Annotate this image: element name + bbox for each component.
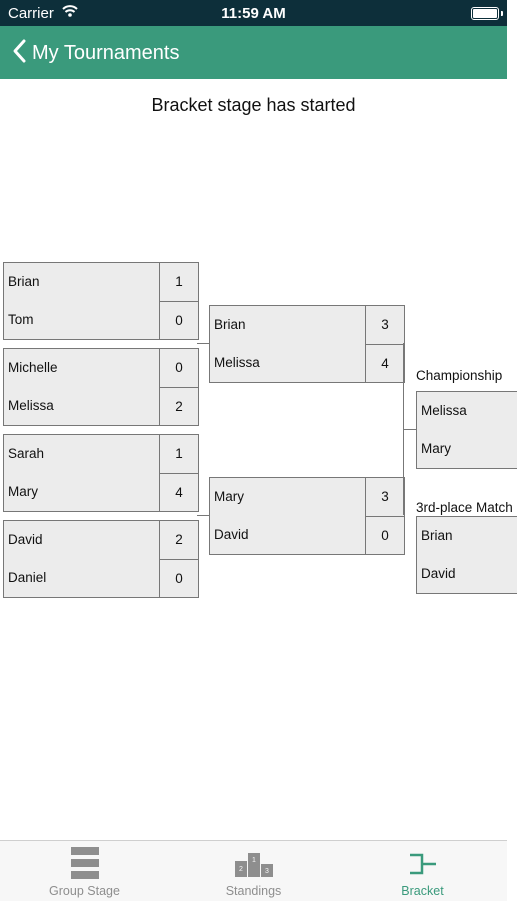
player-score: 3 (365, 478, 404, 516)
player-name: Brian (214, 317, 246, 332)
match-row: David 2 (4, 521, 198, 559)
player-score: 0 (159, 301, 198, 339)
match-row: Melissa 2 (4, 387, 198, 425)
carrier-label: Carrier (8, 5, 54, 22)
match-card[interactable]: Brian 3 Melissa 4 (209, 305, 405, 383)
bracket-connector (197, 515, 209, 516)
chevron-left-icon (12, 39, 26, 68)
back-button[interactable]: My Tournaments (12, 38, 179, 68)
match-row: Daniel 0 (4, 559, 198, 597)
tab-label: Bracket (401, 884, 444, 898)
player-name: David (421, 566, 456, 581)
back-button-label: My Tournaments (32, 41, 180, 64)
match-card[interactable]: Michelle 0 Melissa 2 (3, 348, 199, 426)
championship-label: Championship (416, 368, 503, 383)
match-row: Mary 4 (4, 473, 198, 511)
player-name: Tom (8, 312, 34, 327)
player-name: Daniel (8, 570, 47, 585)
match-row: Brian 3 (210, 306, 404, 344)
bracket-connector (197, 343, 209, 344)
svg-text:2: 2 (239, 866, 243, 873)
player-score: 2 (159, 387, 198, 425)
status-bar: Carrier 11:59 AM (0, 0, 507, 26)
battery-tip (501, 11, 503, 16)
player-name: Mary (214, 489, 244, 504)
svg-text:3: 3 (265, 868, 269, 875)
player-name: David (214, 527, 249, 542)
third-place-match-card[interactable]: Brian David (416, 516, 517, 594)
third-place-label: 3rd-place Match (416, 500, 513, 515)
player-name: Melissa (214, 355, 260, 370)
match-row: Melissa (417, 392, 517, 430)
tab-group-stage[interactable]: Group Stage (0, 841, 169, 901)
player-score: 4 (159, 473, 198, 511)
wifi-icon (62, 4, 78, 23)
page-title: Bracket stage has started (151, 95, 356, 115)
match-row: David 0 (210, 516, 404, 554)
podium-icon: 2 1 3 (234, 851, 273, 882)
match-card[interactable]: Sarah 1 Mary 4 (3, 434, 199, 512)
player-score: 4 (365, 344, 404, 382)
player-score: 3 (365, 306, 404, 344)
tab-bar: Group Stage 2 1 3 Standings Bracket (0, 840, 507, 901)
player-score: 0 (159, 349, 198, 387)
championship-match-card[interactable]: Melissa Mary (416, 391, 517, 469)
player-name: Mary (421, 441, 451, 456)
tab-bracket[interactable]: Bracket (338, 841, 507, 901)
player-name: David (8, 532, 43, 547)
tab-label: Group Stage (49, 884, 120, 898)
list-icon (70, 847, 99, 884)
clock: 11:59 AM (221, 5, 286, 22)
match-row: David (417, 555, 517, 593)
bracket-connector (403, 429, 416, 430)
match-row: Michelle 0 (4, 349, 198, 387)
navigation-bar: My Tournaments (0, 26, 507, 79)
player-name: Melissa (421, 403, 467, 418)
player-score: 1 (159, 435, 198, 473)
match-row: Mary (417, 430, 517, 468)
match-card[interactable]: Brian 1 Tom 0 (3, 262, 199, 340)
player-score: 2 (159, 521, 198, 559)
battery-icon (471, 7, 499, 20)
match-card[interactable]: David 2 Daniel 0 (3, 520, 199, 598)
player-name: Melissa (8, 398, 54, 413)
player-score: 1 (159, 263, 198, 301)
match-row: Brian 1 (4, 263, 198, 301)
player-score: 0 (365, 516, 404, 554)
match-row: Sarah 1 (4, 435, 198, 473)
svg-text:1: 1 (252, 857, 256, 864)
match-row: Melissa 4 (210, 344, 404, 382)
tab-label: Standings (225, 884, 282, 898)
match-row: Brian (417, 517, 517, 555)
match-card[interactable]: Mary 3 David 0 (209, 477, 405, 555)
player-score: 0 (159, 559, 198, 597)
player-name: Sarah (8, 446, 45, 461)
bracket-icon (409, 853, 437, 880)
match-row: Tom 0 (4, 301, 198, 339)
player-name: Michelle (8, 360, 58, 375)
player-name: Brian (421, 528, 453, 543)
player-name: Brian (8, 274, 40, 289)
match-row: Mary 3 (210, 478, 404, 516)
player-name: Mary (8, 484, 38, 499)
tab-standings[interactable]: 2 1 3 Standings (169, 841, 338, 901)
